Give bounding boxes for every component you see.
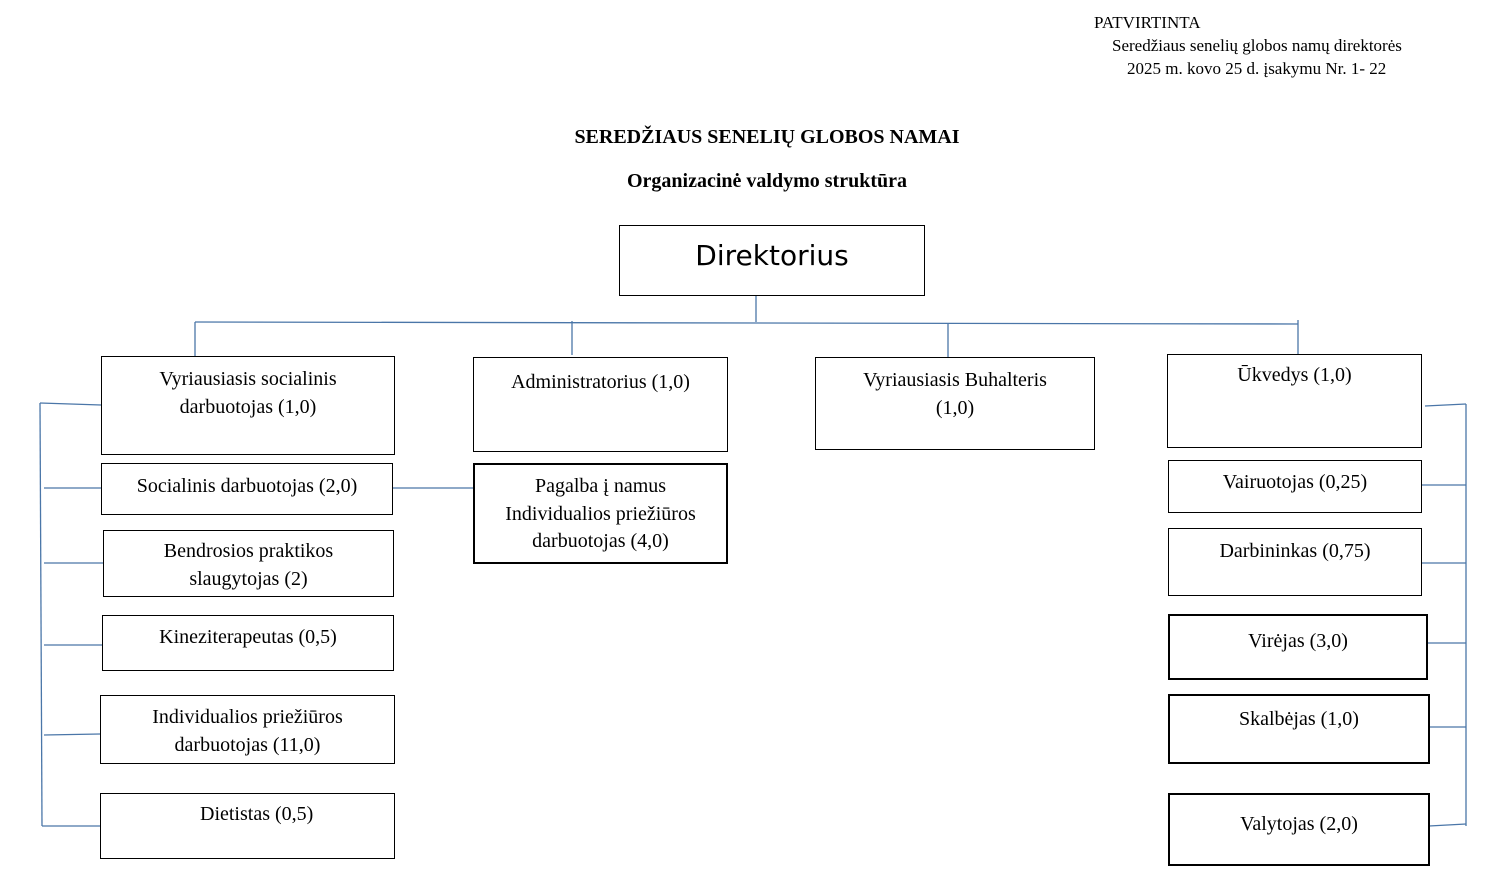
home-care-box: Pagalba į namus Individualios priežiūros…: [473, 463, 728, 564]
social-staff-line-2: darbuotojas (11,0): [174, 734, 321, 756]
household-staff-line-1: Vairuotojas (0,25): [1222, 471, 1368, 493]
social-staff-line-1: Individualios priežiūros: [152, 706, 343, 728]
head-accountant-line-2: (1,0): [935, 397, 975, 419]
document-title: SEREDŽIAUS SENELIŲ GLOBOS NAMAI: [574, 126, 960, 148]
head-accountant-box: Vyriausiasis Buhalteris (1,0): [815, 357, 1095, 450]
social-staff-line-1: Kineziterapeutas (0,5): [159, 626, 337, 648]
head-social-box: Vyriausiasis socialinis darbuotojas (1,0…: [101, 356, 395, 455]
household-staff-box: Skalbėjas (1,0): [1168, 694, 1430, 764]
household-staff-line-1: Valytojas (2,0): [1240, 813, 1358, 835]
social-staff-box: Kineziterapeutas (0,5): [102, 615, 394, 671]
home-care-line-3: darbuotojas (4,0): [532, 530, 669, 552]
head-household-line-1: Ūkvedys (1,0): [1237, 364, 1352, 386]
director-label: Direktorius: [695, 239, 849, 272]
social-staff-box: Bendrosios praktikos slaugytojas (2): [103, 530, 394, 597]
home-care-line-2: Individualios priežiūros: [505, 502, 696, 525]
social-staff-box: Dietistas (0,5): [100, 793, 395, 859]
household-staff-box: Vairuotojas (0,25): [1168, 460, 1422, 513]
household-staff-line-1: Skalbėjas (1,0): [1239, 708, 1359, 730]
household-staff-box: Virėjas (3,0): [1168, 614, 1428, 680]
head-admin-box: Administratorius (1,0): [473, 357, 728, 452]
social-staff-line-1: Socialinis darbuotojas (2,0): [136, 475, 358, 497]
household-staff-line-1: Darbininkas (0,75): [1219, 540, 1371, 562]
head-household-box: Ūkvedys (1,0): [1167, 354, 1422, 448]
household-staff-line-1: Virėjas (3,0): [1248, 630, 1348, 652]
approval-line-2: Seredžiaus senelių globos namų direktorė…: [1112, 36, 1402, 55]
head-social-line-1: Vyriausiasis socialinis: [159, 368, 337, 390]
household-staff-box: Valytojas (2,0): [1168, 793, 1430, 866]
social-staff-line-1: Dietistas (0,5): [200, 803, 314, 825]
household-staff-box: Darbininkas (0,75): [1168, 528, 1422, 596]
document-subtitle: Organizacinė valdymo struktūra: [627, 170, 907, 192]
social-staff-box: Individualios priežiūros darbuotojas (11…: [100, 695, 395, 764]
approval-line-3: 2025 m. kovo 25 d. įsakymu Nr. 1- 22: [1127, 59, 1387, 78]
director-box: Direktorius: [619, 225, 925, 296]
home-care-line-1: Pagalba į namus: [534, 475, 667, 497]
head-accountant-line-1: Vyriausiasis Buhalteris: [863, 369, 1047, 391]
head-admin-line-1: Administratorius (1,0): [511, 371, 690, 393]
approval-line-1: PATVIRTINTA: [1094, 13, 1201, 32]
social-staff-line-2: slaugytojas (2): [189, 568, 308, 590]
social-staff-line-1: Bendrosios praktikos: [163, 540, 334, 562]
social-staff-box: Socialinis darbuotojas (2,0): [101, 463, 393, 515]
head-social-line-2: darbuotojas (1,0): [179, 396, 317, 418]
